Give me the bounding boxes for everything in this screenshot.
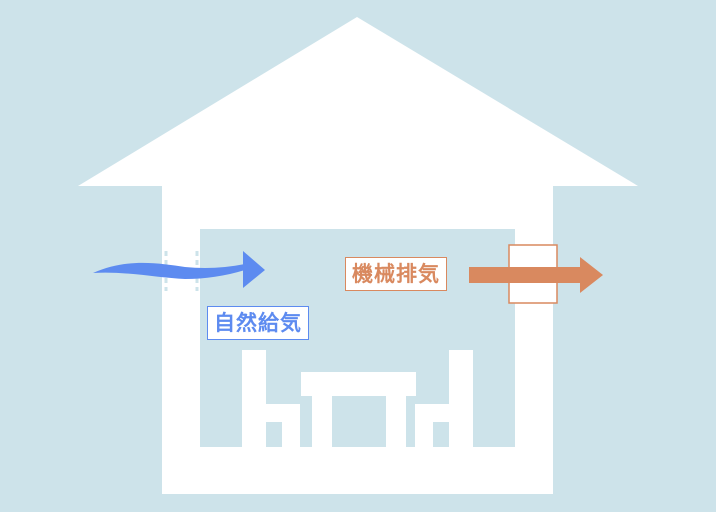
supply-arrow (93, 251, 265, 288)
natural-supply-label: 自然給気 (207, 306, 309, 340)
chair-left (242, 350, 300, 447)
house-floor (200, 447, 515, 494)
exhaust-arrow (469, 257, 603, 293)
mechanical-exhaust-label: 機械排気 (345, 257, 447, 291)
house-roof (78, 17, 638, 186)
table (301, 372, 416, 447)
chair-right (415, 350, 473, 447)
